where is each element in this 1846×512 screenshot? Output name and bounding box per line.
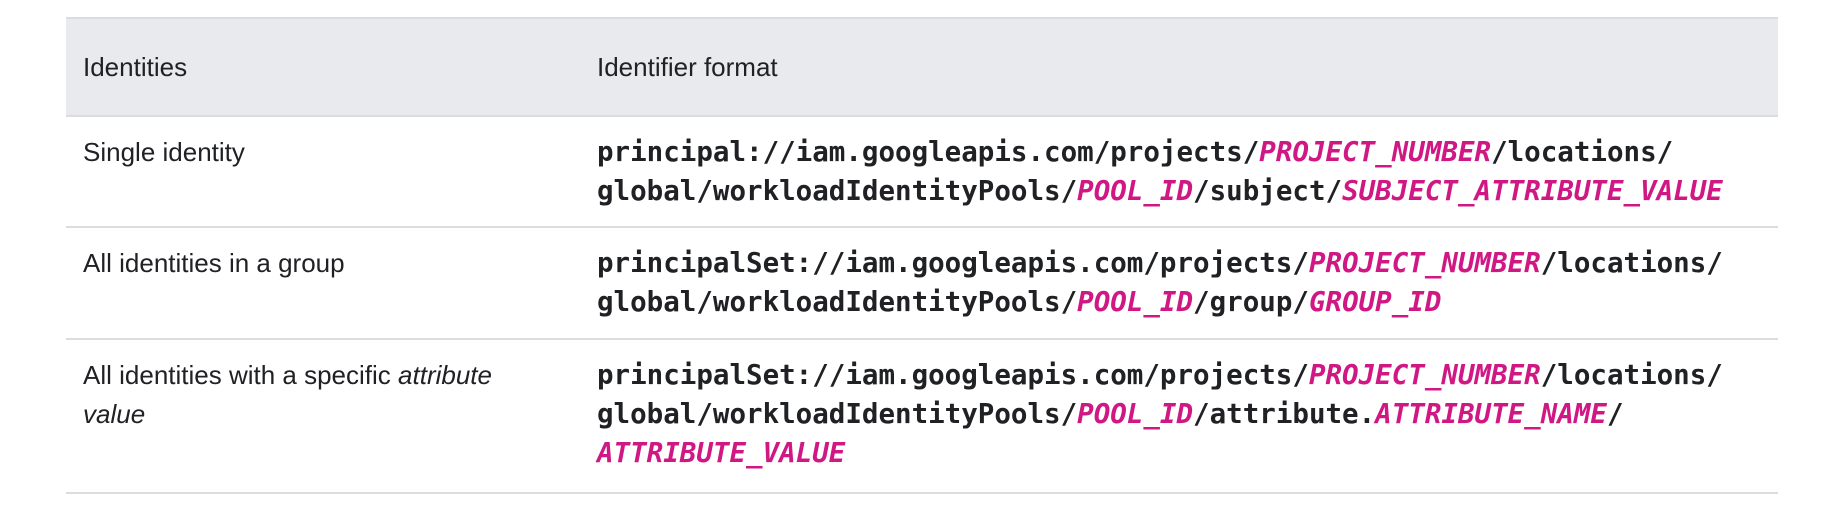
placeholder-variable: PROJECT_NUMBER xyxy=(1259,136,1492,168)
literal-text: global/workloadIdentityPools/ xyxy=(597,286,1078,318)
literal-text: principalSet://iam.googleapis.com/projec… xyxy=(597,359,1309,391)
literal-text: /attribute. xyxy=(1193,398,1376,430)
format-line: principalSet://iam.googleapis.com/projec… xyxy=(597,244,1778,283)
literal-text: principalSet://iam.googleapis.com/projec… xyxy=(597,247,1309,279)
literal-text: /locations/ xyxy=(1540,247,1723,279)
format-cell: principalSet://iam.googleapis.com/projec… xyxy=(597,340,1778,492)
literal-text: / xyxy=(1606,398,1624,430)
format-line: ATTRIBUTE_VALUE xyxy=(597,434,1778,473)
literal-text: principal://iam.googleapis.com/projects/ xyxy=(597,136,1260,168)
literal-text: /locations/ xyxy=(1491,136,1674,168)
identity-cell: Single identity xyxy=(66,117,597,226)
table-row: All identities in a group principalSet:/… xyxy=(66,228,1778,340)
placeholder-variable: PROJECT_NUMBER xyxy=(1308,359,1541,391)
placeholder-variable: POOL_ID xyxy=(1077,175,1194,207)
table-row: Single identity principal://iam.googleap… xyxy=(66,117,1778,228)
literal-text: /locations/ xyxy=(1540,359,1723,391)
table-header-row: Identities Identifier format xyxy=(66,17,1778,117)
placeholder-variable: ATTRIBUTE_VALUE xyxy=(597,437,846,469)
format-line: global/workloadIdentityPools/POOL_ID/gro… xyxy=(597,283,1778,322)
format-cell: principalSet://iam.googleapis.com/projec… xyxy=(597,228,1778,338)
identity-label-italic: attribute value xyxy=(83,360,492,429)
identity-cell: All identities in a group xyxy=(66,228,597,338)
format-cell: principal://iam.googleapis.com/projects/… xyxy=(597,117,1778,226)
identifier-format-table: Identities Identifier format Single iden… xyxy=(66,17,1778,494)
literal-text: /group/ xyxy=(1193,286,1309,318)
identity-cell: All identities with a specific attribute… xyxy=(66,340,597,492)
header-label: Identifier format xyxy=(597,51,778,82)
table-row: All identities with a specific attribute… xyxy=(66,340,1778,494)
header-label: Identities xyxy=(83,51,188,82)
format-line: principal://iam.googleapis.com/projects/… xyxy=(597,133,1778,172)
placeholder-variable: SUBJECT_ATTRIBUTE_VALUE xyxy=(1342,175,1723,207)
format-line: global/workloadIdentityPools/POOL_ID/att… xyxy=(597,395,1778,434)
literal-text: global/workloadIdentityPools/ xyxy=(597,175,1078,207)
format-line: principalSet://iam.googleapis.com/projec… xyxy=(597,356,1778,395)
identity-label: All identities in a group xyxy=(83,248,345,278)
header-cell-identifier-format: Identifier format xyxy=(597,52,1778,83)
placeholder-variable: POOL_ID xyxy=(1077,286,1194,318)
placeholder-variable: ATTRIBUTE_NAME xyxy=(1375,398,1607,430)
identity-label: Single identity xyxy=(83,137,245,167)
format-line: global/workloadIdentityPools/POOL_ID/sub… xyxy=(597,172,1778,211)
placeholder-variable: GROUP_ID xyxy=(1308,286,1442,318)
literal-text: /subject/ xyxy=(1193,175,1343,207)
header-cell-identities: Identities xyxy=(66,52,597,83)
literal-text: global/workloadIdentityPools/ xyxy=(597,398,1078,430)
placeholder-variable: POOL_ID xyxy=(1077,398,1194,430)
placeholder-variable: PROJECT_NUMBER xyxy=(1308,247,1541,279)
identity-label: All identities with a specific xyxy=(83,360,399,390)
